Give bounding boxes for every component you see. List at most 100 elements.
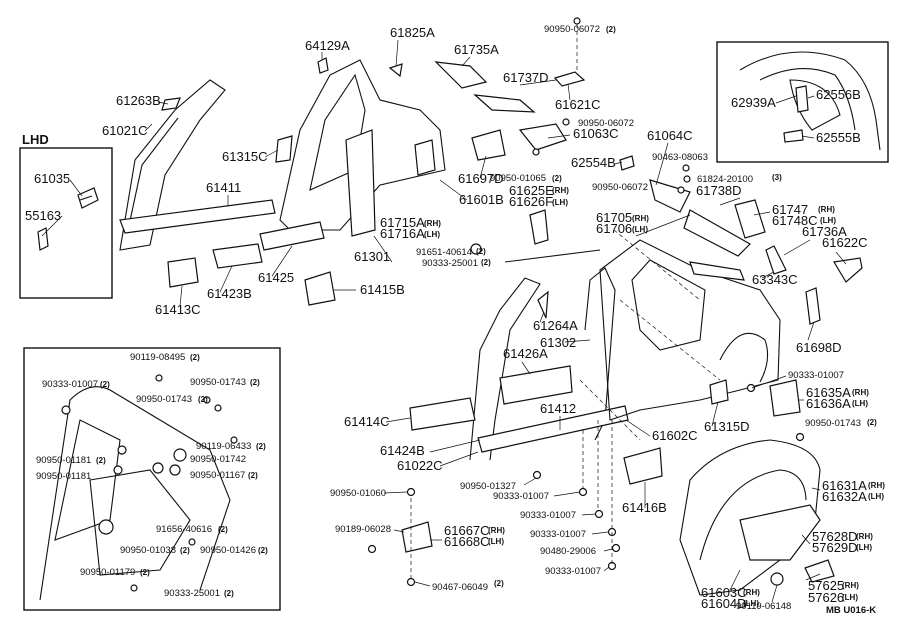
svg-text:(LH): (LH) bbox=[743, 599, 759, 608]
svg-text:90467-06049: 90467-06049 bbox=[432, 582, 488, 593]
svg-text:61632A: 61632A bbox=[822, 489, 867, 504]
svg-text:61625E: 61625E bbox=[509, 183, 554, 198]
svg-text:61601B: 61601B bbox=[459, 192, 504, 207]
svg-text:61735A: 61735A bbox=[454, 42, 499, 57]
svg-text:90950-01743: 90950-01743 bbox=[190, 377, 246, 388]
svg-text:(RH): (RH) bbox=[852, 388, 869, 397]
svg-text:(RH): (RH) bbox=[856, 532, 873, 541]
svg-text:61825A: 61825A bbox=[390, 25, 435, 40]
svg-text:61736A: 61736A bbox=[802, 224, 847, 239]
label-62939A: 62939A bbox=[731, 95, 776, 110]
svg-text:(LH): (LH) bbox=[856, 543, 872, 552]
svg-text:57628D: 57628D bbox=[812, 529, 858, 544]
svg-text:(2): (2) bbox=[250, 378, 260, 387]
svg-text:90950-01743: 90950-01743 bbox=[805, 418, 861, 429]
svg-text:(LH): (LH) bbox=[424, 230, 440, 239]
svg-text:90463-08063: 90463-08063 bbox=[652, 152, 708, 163]
svg-text:61626F: 61626F bbox=[509, 194, 553, 209]
lhd-bracket-drawing bbox=[37, 187, 99, 251]
svg-text:61021C: 61021C bbox=[102, 123, 148, 138]
svg-text:61748C: 61748C bbox=[772, 213, 818, 228]
svg-text:(2): (2) bbox=[190, 353, 200, 362]
body-side-drawing bbox=[119, 17, 863, 596]
svg-text:61423B: 61423B bbox=[207, 286, 252, 301]
svg-text:(RH): (RH) bbox=[488, 526, 505, 535]
svg-text:(RH): (RH) bbox=[424, 219, 441, 228]
detail-inset-frame bbox=[23, 347, 281, 611]
svg-text:61411: 61411 bbox=[206, 180, 241, 195]
label-61035: 61035 bbox=[34, 171, 70, 186]
svg-text:61602C: 61602C bbox=[652, 428, 698, 443]
quarter-window-drawing bbox=[739, 51, 881, 151]
svg-text:90950-06072: 90950-06072 bbox=[544, 24, 600, 35]
svg-text:(LH): (LH) bbox=[820, 216, 836, 225]
quarter-inset-frame bbox=[716, 41, 889, 163]
svg-text:91651-40614: 91651-40614 bbox=[416, 247, 472, 258]
main-labels: 64129A 61825A 61735A 90950-06072 (2) 6173… bbox=[102, 24, 885, 616]
svg-text:90333-01007: 90333-01007 bbox=[42, 379, 98, 390]
svg-text:90950-06072: 90950-06072 bbox=[592, 182, 648, 193]
svg-text:61315C: 61315C bbox=[222, 149, 268, 164]
svg-text:90950-01038: 90950-01038 bbox=[120, 545, 176, 556]
svg-text:(2): (2) bbox=[552, 174, 562, 183]
label-62555B: 62555B bbox=[816, 130, 861, 145]
svg-text:(2): (2) bbox=[198, 395, 208, 404]
svg-text:61301: 61301 bbox=[354, 249, 390, 264]
svg-text:90950-01179: 90950-01179 bbox=[80, 567, 135, 578]
detail-labels: 90119-08495 (2) 90950-01743 (2) 90950-0174… bbox=[36, 352, 268, 599]
svg-text:61705: 61705 bbox=[596, 210, 632, 225]
svg-text:61414C: 61414C bbox=[344, 414, 390, 429]
svg-text:90950-01743: 90950-01743 bbox=[136, 394, 192, 405]
svg-text:90950-01060: 90950-01060 bbox=[330, 488, 386, 499]
svg-text:(2): (2) bbox=[100, 380, 110, 389]
label-55163: 55163 bbox=[25, 208, 61, 223]
svg-text:(LH): (LH) bbox=[552, 198, 568, 207]
svg-text:(2): (2) bbox=[258, 546, 268, 555]
svg-text:(2): (2) bbox=[224, 589, 234, 598]
svg-text:90333-25001: 90333-25001 bbox=[422, 258, 478, 269]
svg-text:61415B: 61415B bbox=[360, 282, 405, 297]
svg-text:(RH): (RH) bbox=[818, 205, 835, 214]
svg-text:90119-06148: 90119-06148 bbox=[736, 601, 791, 612]
svg-text:90950-06072: 90950-06072 bbox=[578, 118, 634, 129]
svg-text:90950-01426: 90950-01426 bbox=[200, 545, 256, 556]
svg-text:(2): (2) bbox=[218, 525, 228, 534]
svg-text:61636A: 61636A bbox=[806, 396, 851, 411]
svg-text:61302: 61302 bbox=[540, 335, 576, 350]
svg-text:90950-01065: 90950-01065 bbox=[490, 173, 546, 184]
svg-text:61424B: 61424B bbox=[380, 443, 425, 458]
svg-text:61621C: 61621C bbox=[555, 97, 601, 112]
svg-text:90119-06433: 90119-06433 bbox=[196, 441, 251, 452]
svg-text:90189-06028: 90189-06028 bbox=[335, 524, 391, 535]
detail-panel-drawing bbox=[39, 374, 238, 601]
svg-text:(2): (2) bbox=[180, 546, 190, 555]
svg-text:90333-01007: 90333-01007 bbox=[788, 370, 844, 381]
svg-text:64129A: 64129A bbox=[305, 38, 350, 53]
svg-text:61737D: 61737D bbox=[503, 70, 549, 85]
svg-text:57625: 57625 bbox=[808, 578, 844, 593]
svg-text:57629D: 57629D bbox=[812, 540, 858, 555]
svg-text:61413C: 61413C bbox=[155, 302, 201, 317]
svg-text:61747: 61747 bbox=[772, 202, 808, 217]
leader-lines bbox=[144, 39, 847, 603]
svg-text:90333-25001: 90333-25001 bbox=[164, 588, 220, 599]
svg-text:90333-01007: 90333-01007 bbox=[530, 529, 586, 540]
svg-text:61425: 61425 bbox=[258, 270, 294, 285]
svg-text:(2): (2) bbox=[606, 25, 616, 34]
svg-text:61697D: 61697D bbox=[458, 171, 504, 186]
lhd-title: LHD bbox=[22, 132, 49, 147]
svg-text:(2): (2) bbox=[96, 456, 106, 465]
svg-text:90950-01167: 90950-01167 bbox=[190, 470, 245, 481]
svg-text:(RH): (RH) bbox=[632, 214, 649, 223]
svg-text:61063C: 61063C bbox=[573, 126, 619, 141]
svg-text:90119-08495: 90119-08495 bbox=[130, 352, 185, 363]
svg-text:(2): (2) bbox=[256, 442, 266, 451]
svg-text:61264A: 61264A bbox=[533, 318, 578, 333]
svg-text:(3): (3) bbox=[772, 173, 782, 182]
svg-text:90950-01742: 90950-01742 bbox=[190, 454, 246, 465]
svg-text:61631A: 61631A bbox=[822, 478, 867, 493]
svg-text:63343C: 63343C bbox=[752, 272, 798, 287]
svg-text:(2): (2) bbox=[248, 471, 258, 480]
svg-text:90333-01007: 90333-01007 bbox=[520, 510, 576, 521]
